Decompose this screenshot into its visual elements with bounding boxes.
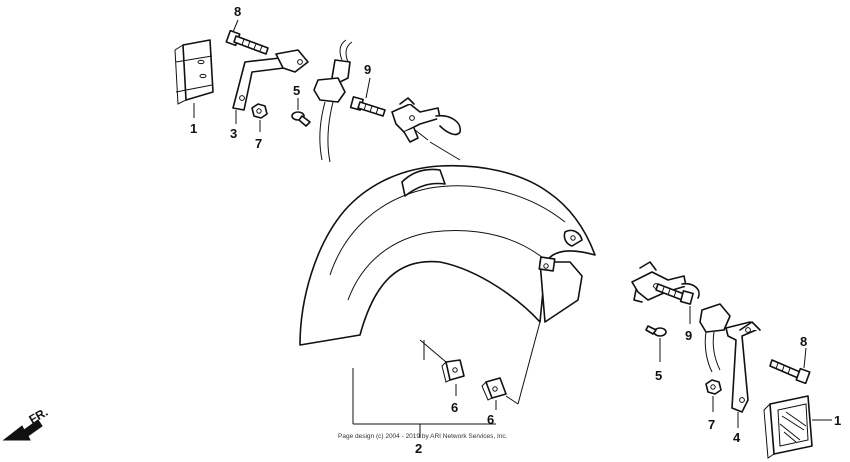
- label-part-9-left: 9: [364, 62, 371, 77]
- label-part-7-right: 7: [708, 417, 715, 432]
- bracket-4-right[interactable]: [725, 321, 761, 428]
- clip-nut-6-right[interactable]: [481, 321, 541, 410]
- bolt-9-right[interactable]: [655, 283, 694, 324]
- label-part-5-left: 5: [293, 83, 300, 98]
- front-fender[interactable]: [299, 164, 596, 346]
- screw-5-left[interactable]: [291, 98, 311, 127]
- front-direction-arrow-icon: [2, 419, 43, 441]
- label-part-8-right: 8: [800, 334, 807, 349]
- label-part-5-right: 5: [655, 368, 662, 383]
- label-part-2: 2: [415, 441, 422, 456]
- label-part-9-right: 9: [685, 328, 692, 343]
- screw-5-right[interactable]: [645, 325, 667, 362]
- front-direction-label: FR.: [27, 405, 51, 427]
- label-part-8-left: 8: [234, 4, 241, 19]
- bracket-3-left[interactable]: [232, 49, 309, 124]
- label-part-6-right: 6: [487, 412, 494, 427]
- bolt-9-left[interactable]: [349, 77, 386, 117]
- reflector-right[interactable]: [763, 395, 832, 459]
- fender-leader-lines: [414, 129, 461, 161]
- part-2-callout: [352, 340, 496, 438]
- label-part-6-left: 6: [451, 400, 458, 415]
- brake-hose-lower[interactable]: [699, 303, 731, 373]
- copyright-text: Page design (c) 2004 - 2019 by ARI Netwo…: [338, 433, 508, 440]
- reflector-left[interactable]: [174, 39, 214, 118]
- hose-clamp-bracket-upper[interactable]: [391, 97, 461, 143]
- bolt-8-left[interactable]: [225, 19, 269, 55]
- label-part-1-right: 1: [834, 413, 841, 428]
- label-part-4-right: 4: [733, 430, 741, 445]
- clip-nut-6-left[interactable]: [419, 339, 465, 396]
- label-part-3-left: 3: [230, 126, 237, 141]
- label-part-1-left: 1: [190, 121, 197, 136]
- nut-7-left[interactable]: [251, 103, 268, 132]
- nut-7-right[interactable]: [705, 379, 722, 412]
- label-part-7-left: 7: [255, 136, 262, 151]
- brake-hose-upper[interactable]: [313, 39, 353, 163]
- bolt-8-right[interactable]: [769, 347, 811, 385]
